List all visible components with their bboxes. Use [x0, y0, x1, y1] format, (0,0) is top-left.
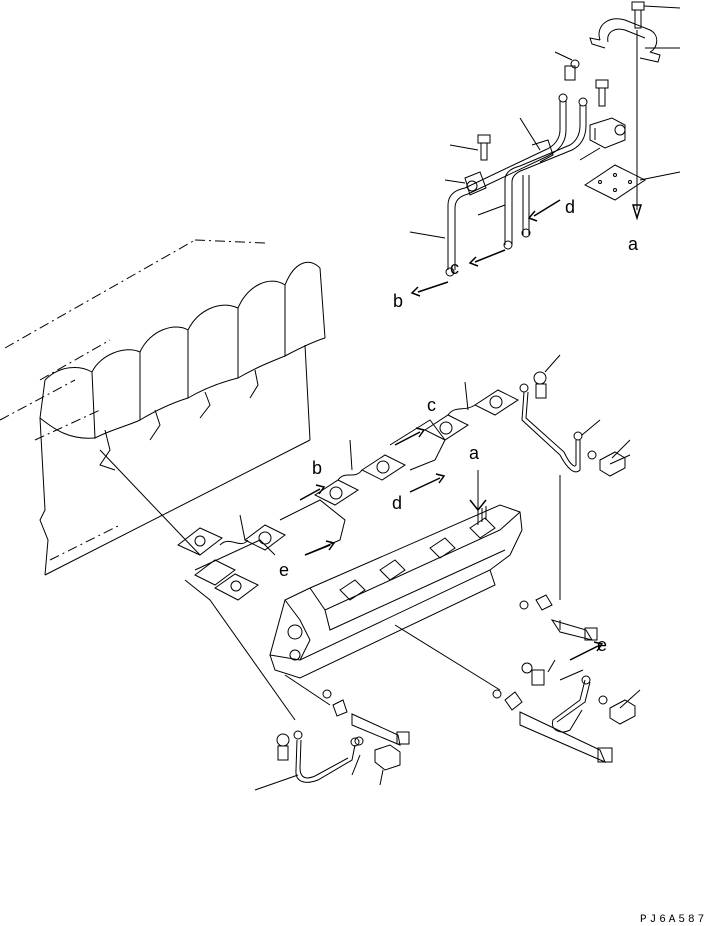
label-d-top: d	[565, 197, 575, 217]
label-a-top: a	[628, 234, 639, 254]
label-b-lower: b	[312, 458, 322, 478]
pipe-right	[519, 383, 583, 473]
pipe-left	[184, 579, 360, 783]
long-bolt-lower	[519, 711, 613, 763]
label-c-top: c	[450, 258, 459, 278]
clamp	[589, 18, 661, 63]
eye-connector-left	[276, 733, 290, 761]
bolt-left-lower	[374, 744, 401, 771]
label-e-lower: e	[279, 560, 289, 580]
gasket-mid	[313, 454, 407, 506]
clip-left	[332, 699, 348, 717]
label-b-top: b	[393, 291, 403, 311]
bolt-left	[477, 134, 491, 161]
drawing-code: PJ6A587	[640, 914, 707, 926]
bolt-mid	[595, 79, 609, 107]
bolt-right-lower	[609, 699, 636, 725]
gasket-right	[423, 389, 520, 441]
bolt-right-upper	[599, 451, 631, 477]
pipe-bundle	[445, 93, 588, 277]
clip-right	[535, 594, 553, 611]
engine-block	[0, 239, 326, 576]
sensor	[589, 117, 626, 149]
manifold-assembly	[99, 354, 641, 791]
label-c-lower: c	[427, 395, 436, 415]
eye-connector-right	[533, 371, 547, 399]
label-a-lower: a	[469, 443, 480, 463]
bolt-top	[631, 1, 645, 29]
pipe-lower-right	[521, 662, 591, 733]
exhaust-manifold	[269, 504, 523, 679]
gasket-left	[177, 524, 286, 601]
long-bolt-right	[550, 619, 598, 641]
upper-right-assembly	[409, 1, 681, 297]
eye-connector-top	[564, 59, 580, 81]
long-bolt-left	[351, 713, 410, 746]
label-e-right: e	[597, 635, 607, 655]
label-d-lower: d	[392, 493, 402, 513]
mounting-plate	[584, 164, 646, 201]
clip-lower	[504, 691, 523, 711]
